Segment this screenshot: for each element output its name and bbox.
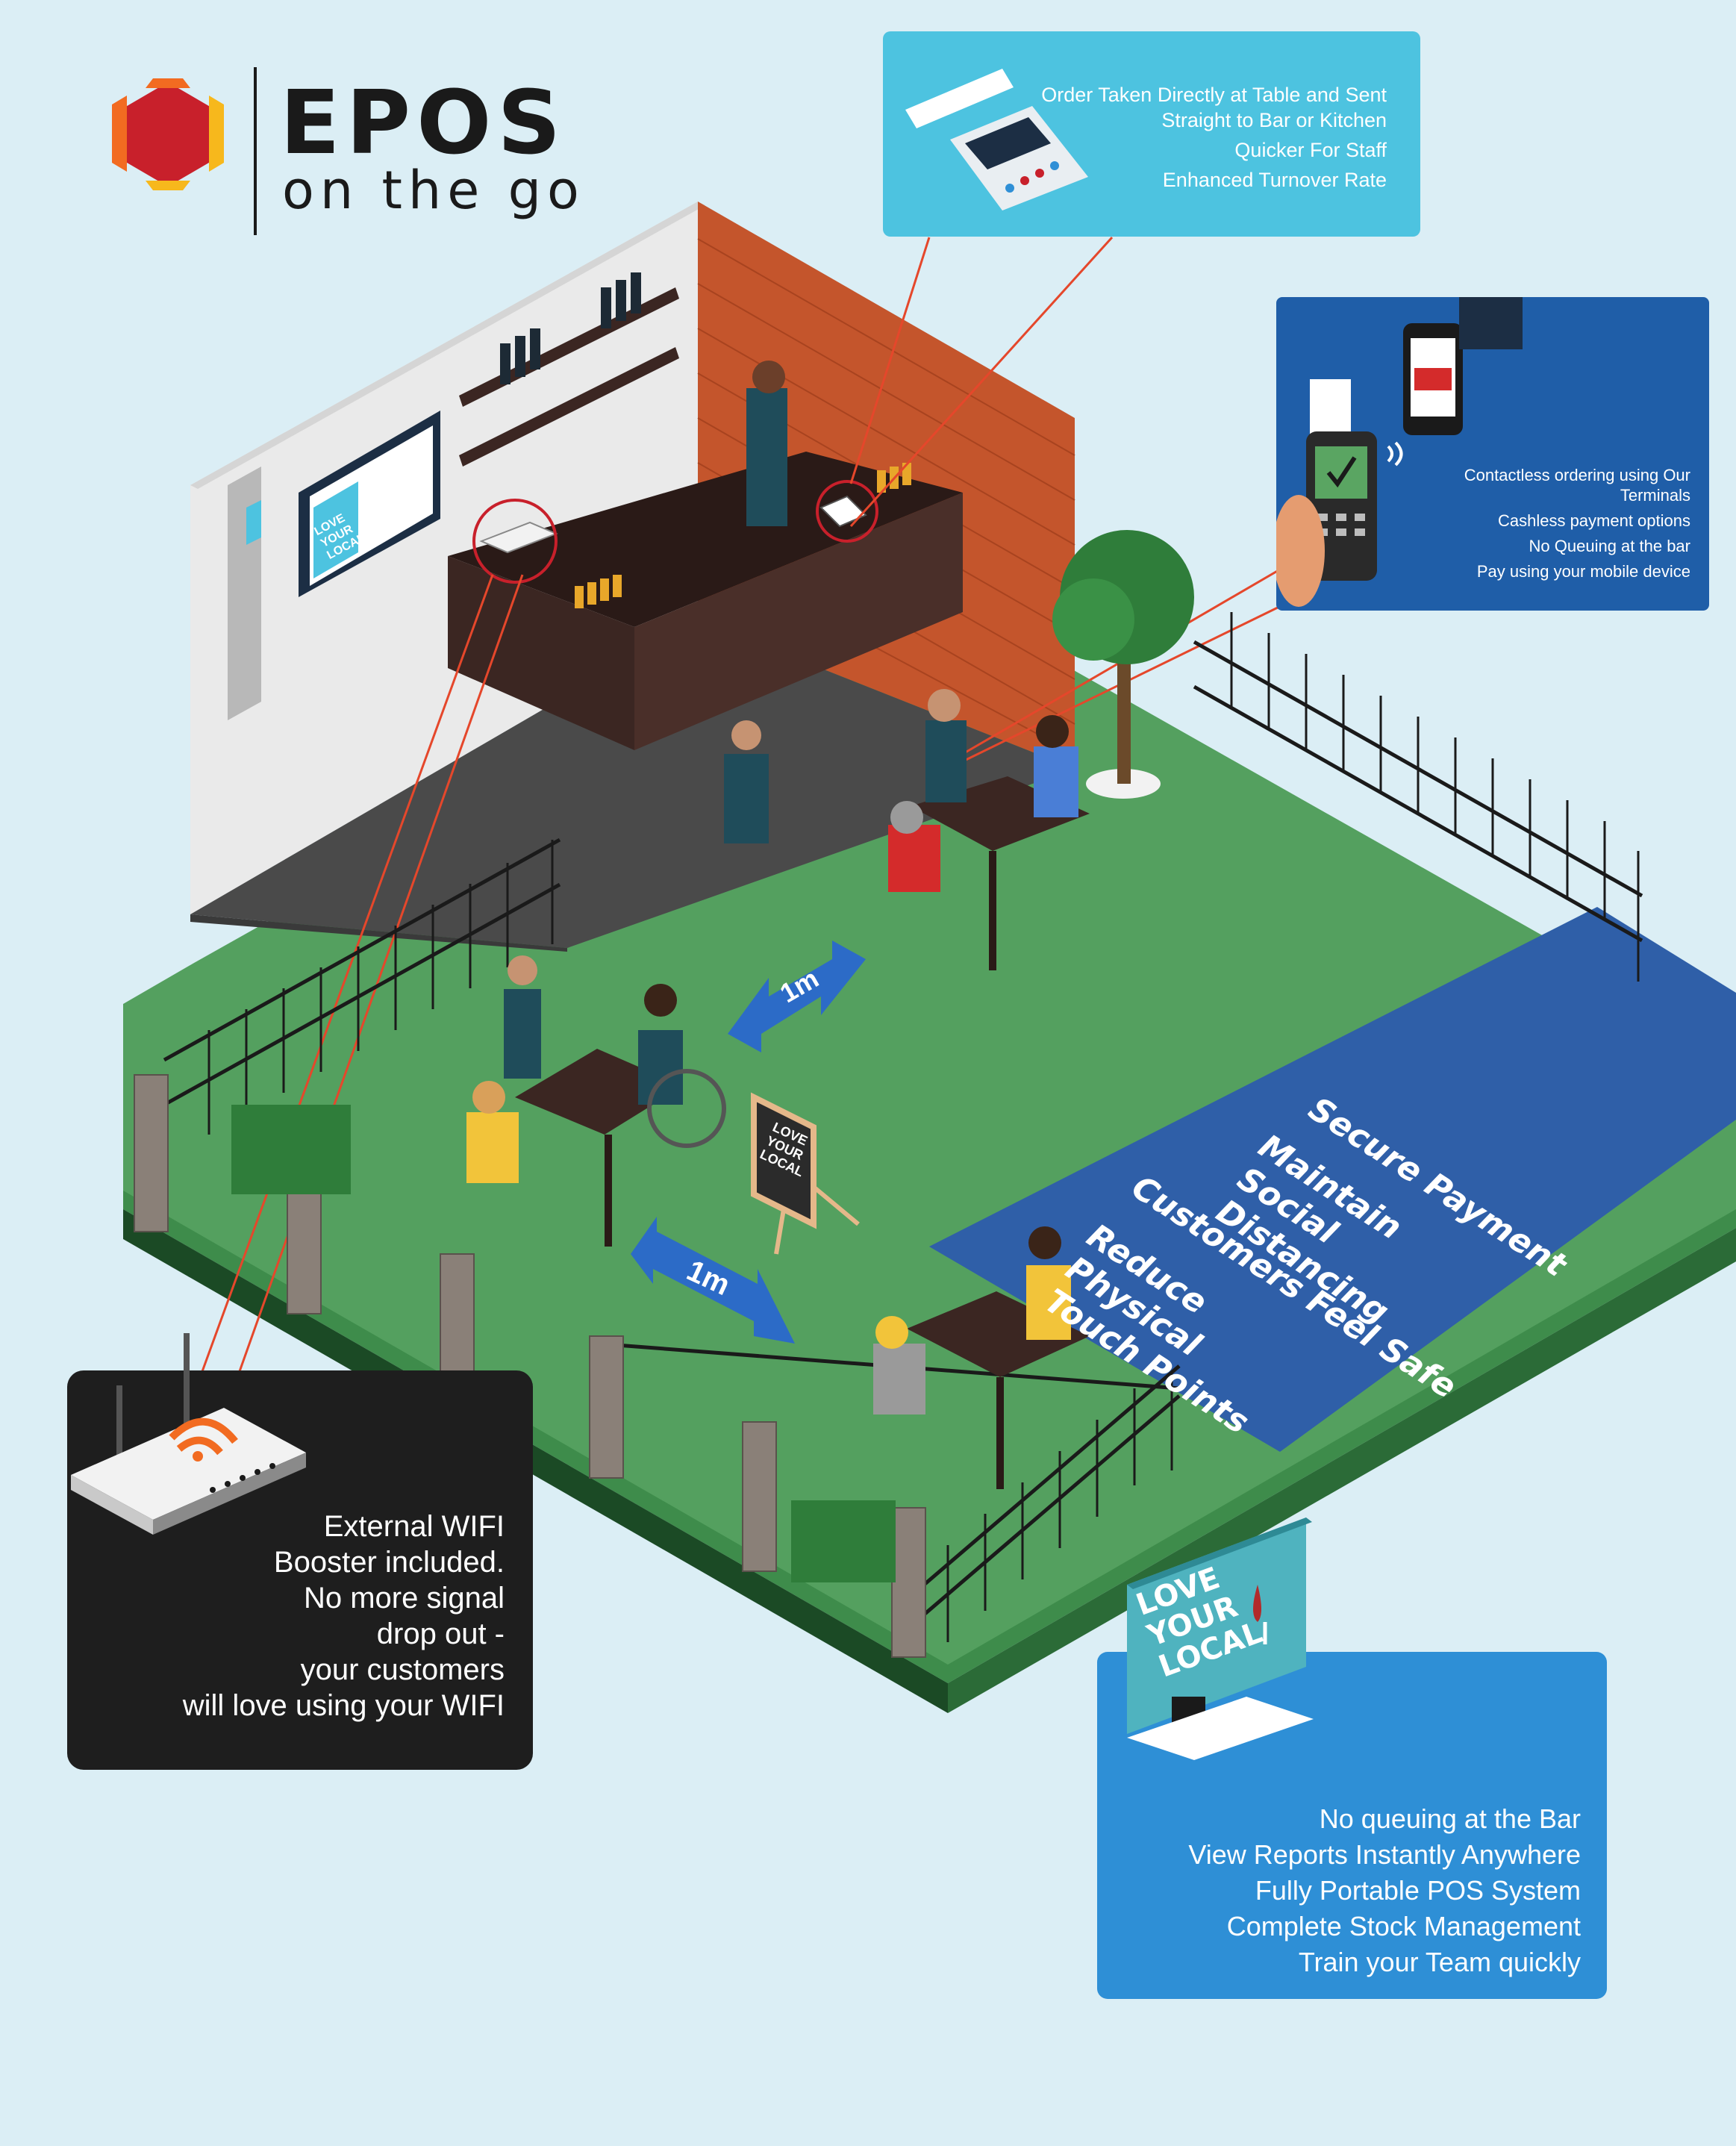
order-at-table-line-2: Quicker For Staff xyxy=(1234,139,1387,161)
contactless-line-2: Cashless payment options xyxy=(1497,511,1690,530)
contactless-panel: Contactless ordering using Our Terminals… xyxy=(1276,297,1709,611)
logo-subtitle: on the go xyxy=(282,160,585,221)
contactless-line-4: Pay using your mobile device xyxy=(1476,562,1690,581)
card-terminal-receipt-icon xyxy=(905,69,1088,210)
order-at-table-panel: Order Taken Directly at Table and Sent S… xyxy=(883,31,1420,237)
bar-display-list: No queuing at the Bar View Reports Insta… xyxy=(1133,1801,1581,1980)
wifi-panel: External WIFI Booster included. No more … xyxy=(67,1333,533,1770)
order-at-table-line-3: Enhanced Turnover Rate xyxy=(1162,169,1387,191)
order-at-table-list: Order Taken Directly at Table and Sent S… xyxy=(1028,82,1387,193)
wifi-line-5: your customers xyxy=(300,1653,505,1686)
distance-arrows xyxy=(631,941,866,1344)
phone-and-card-terminal-icon xyxy=(1276,297,1523,607)
logo-title: EPOS xyxy=(280,71,567,174)
bar-display-line-5: Train your Team quickly xyxy=(1298,1947,1581,1977)
wifi-line-6: will love using your WIFI xyxy=(182,1689,505,1722)
tree xyxy=(1052,530,1194,799)
wifi-line-4: drop out - xyxy=(376,1618,505,1650)
bar-display-line-4: Complete Stock Management xyxy=(1226,1911,1581,1941)
bar-display-line-2: View Reports Instantly Anywhere xyxy=(1188,1839,1581,1870)
wifi-line-1: External WIFI xyxy=(323,1510,505,1543)
wifi-router-icon xyxy=(71,1333,306,1535)
epos-hexagon-logo xyxy=(112,78,224,190)
bar-display-line-1: No queuing at the Bar xyxy=(1319,1803,1581,1834)
order-at-table-line-1: Order Taken Directly at Table and Sent S… xyxy=(1041,84,1387,131)
wifi-list: External WIFI Booster included. No more … xyxy=(116,1509,505,1724)
wifi-line-2: Booster included. xyxy=(273,1546,505,1579)
love-your-local-screen-icon xyxy=(1127,1518,1314,1760)
social-distancing-zone xyxy=(929,907,1736,1452)
bar-display-panel: LOVE YOUR LOCAL No queuing at the Bar Vi… xyxy=(1097,1518,1607,1999)
bar-building xyxy=(190,202,1075,952)
contactless-line-3: No Queuing at the bar xyxy=(1529,537,1690,555)
tables-and-people xyxy=(466,689,1090,1489)
logo-divider xyxy=(254,67,257,235)
chalkboard-sign xyxy=(751,1092,860,1255)
contactless-list: Contactless ordering using Our Terminals… xyxy=(1407,465,1690,581)
bar-display-line-3: Fully Portable POS System xyxy=(1255,1875,1581,1906)
contactless-line-1: Contactless ordering using Our Terminals xyxy=(1464,466,1690,505)
wifi-line-3: No more signal xyxy=(303,1582,505,1615)
